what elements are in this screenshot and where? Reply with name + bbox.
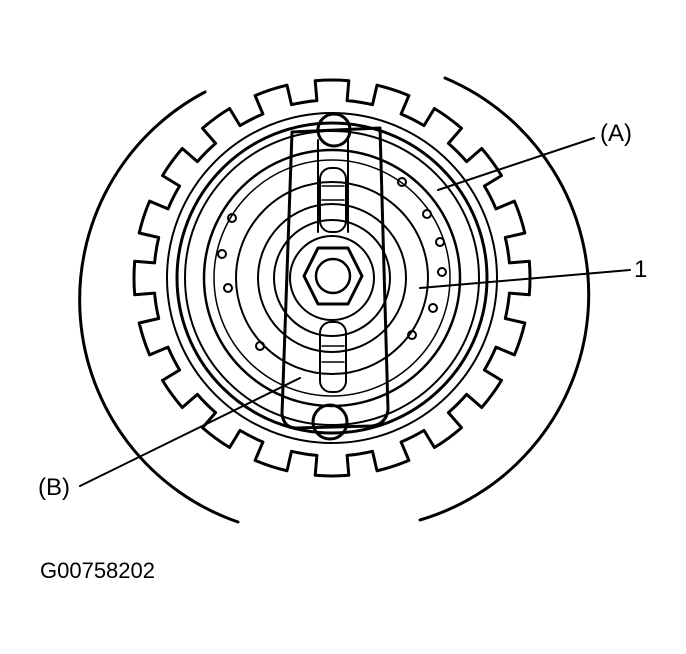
spring-hole [223,283,233,293]
spring-hole [217,249,227,259]
spring-hole [437,267,447,277]
spring-hole [397,177,407,187]
center-nut-bore [314,257,352,295]
spring-hole [435,237,445,247]
spring-hole [227,213,237,223]
spring-hole [255,341,265,351]
center-nut [302,246,364,306]
spring-hole [428,303,438,313]
spring-ring-3 [273,219,391,337]
clutch-plate-a [202,148,462,408]
leader-line-a [437,137,595,191]
holding-tool-body [280,126,390,430]
hub-outer-rim [175,121,489,435]
spring-holes [217,177,447,351]
hub-rim-inner [184,130,480,426]
outer-housing-right-arc [418,76,591,522]
leader-line-b [79,377,301,487]
leader-line-1 [419,269,631,289]
toothed-ring-inner-edge [166,112,498,444]
tool-top-pin [316,112,352,148]
callout-label-a: (A) [600,120,632,147]
clutch-plate-a-inner [213,159,451,397]
outer-housing-left-arc [78,90,240,524]
spring-ring-2 [257,203,407,353]
spring-hole [407,330,417,340]
tool-upper-slot [319,167,347,233]
toothed-ring [132,78,532,478]
spring-ring-1 [235,181,429,375]
callout-label-b: (B) [38,474,70,501]
figure-id: G00758202 [40,558,155,583]
tool-lower-slot [319,321,347,393]
holding-tool [280,112,390,441]
center-bore [289,235,375,321]
callout-label-1: 1 [634,256,648,283]
spring-hole [422,209,432,219]
tool-bottom-pin [311,403,349,441]
